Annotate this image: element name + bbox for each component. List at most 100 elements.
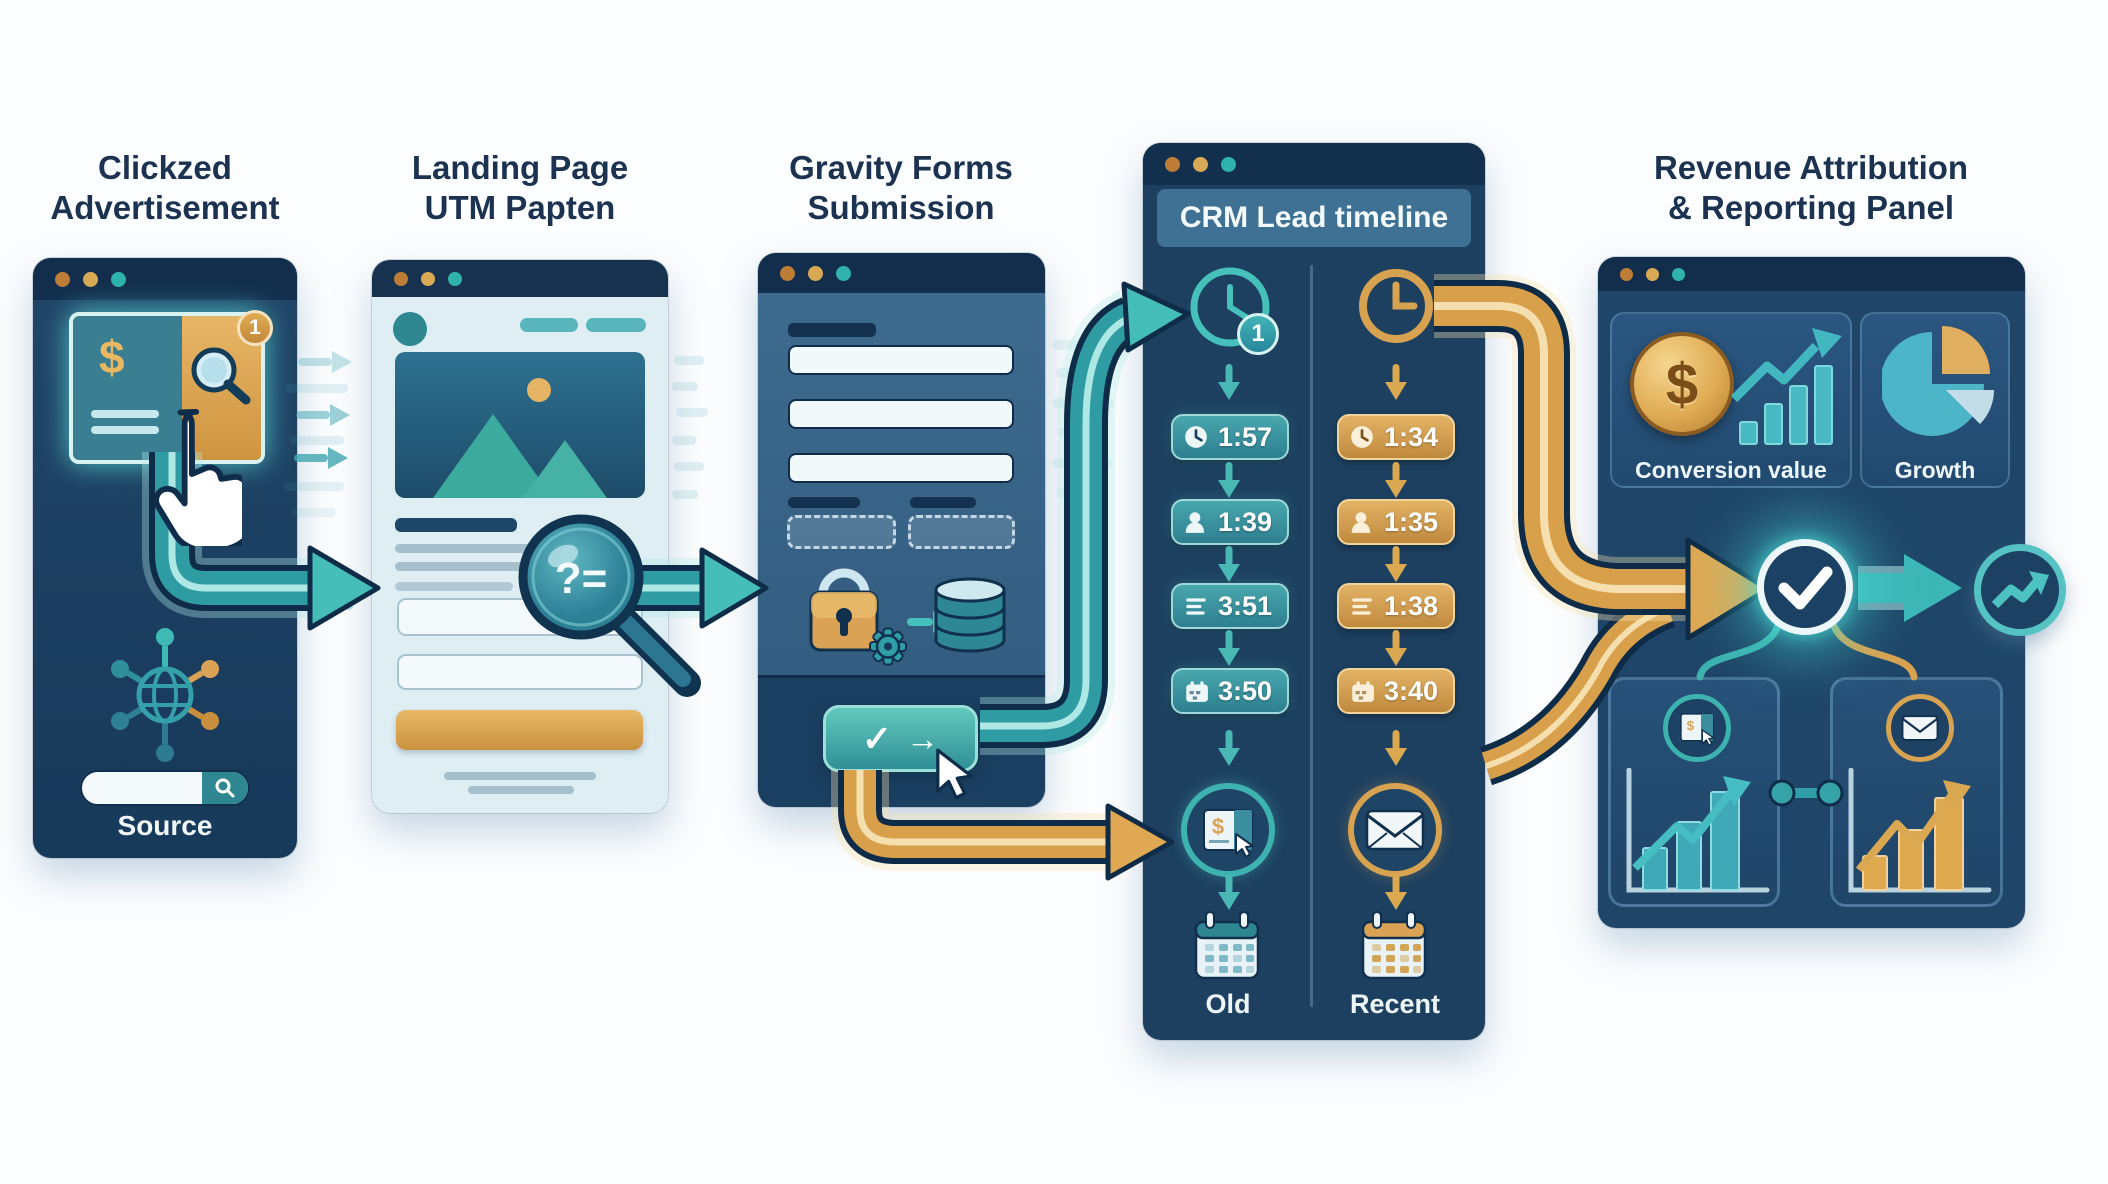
event-time: 1:35 <box>1384 506 1439 537</box>
column-divider <box>1310 265 1313 1007</box>
dollar-icon: $ <box>1212 814 1224 839</box>
sun-icon <box>527 378 551 402</box>
text-line <box>468 786 574 794</box>
window-dot-icon <box>448 271 462 286</box>
landing-window: ?= <box>372 260 701 813</box>
cta-button[interactable] <box>396 710 643 750</box>
window-dot-icon <box>55 271 70 287</box>
crm-event-recent-1: 1:34 <box>1337 414 1455 460</box>
field-label-bar <box>910 497 976 508</box>
window-dot-icon <box>83 271 98 287</box>
form-title-line2: Submission <box>807 189 995 226</box>
ad-creative-card[interactable]: $ 1 <box>69 310 273 464</box>
nav-pill[interactable] <box>586 318 646 332</box>
headline-bar <box>395 518 517 532</box>
landing-title-line2: UTM Papten <box>424 189 616 226</box>
arrow-icon: → <box>906 719 940 757</box>
growth-bars-icon <box>1732 328 1842 445</box>
recent-calendar-icon <box>1361 911 1427 980</box>
email-circle <box>1348 783 1442 877</box>
conversion-doc-circle: $ <box>1181 783 1275 877</box>
window-dot-icon <box>808 265 823 281</box>
text-line <box>395 562 525 571</box>
ad-text-line <box>91 426 159 434</box>
crm-window: CRM Lead timeline 1 1:57 1:39 <box>1143 143 1485 1040</box>
field-label-bar <box>788 497 860 508</box>
text-line <box>395 544 535 553</box>
check-icon <box>1778 566 1833 610</box>
landing-title-line1: Landing Page <box>411 149 629 186</box>
inv-circle: $ <box>1663 694 1731 762</box>
form-input[interactable] <box>788 345 1014 375</box>
cursor-icon <box>1235 833 1254 858</box>
avatar <box>393 312 427 346</box>
old-label: Old <box>1205 989 1251 1019</box>
event-time: 1:34 <box>1384 421 1439 452</box>
crm-header-text: CRM Lead timeline <box>1179 201 1449 234</box>
crm-event-old-1: 1:57 <box>1171 414 1289 460</box>
utm-magnifier-icon: ?= <box>518 514 701 697</box>
trend-up-circle <box>1974 544 2066 636</box>
attribution-chart-card-1: $ <box>1608 677 1780 907</box>
crm-event-old-2: 1:39 <box>1171 499 1289 545</box>
form-field[interactable] <box>397 654 643 690</box>
report-panel-title: Revenue Attribution & Reporting Panel <box>1654 148 1968 228</box>
person-icon <box>1351 512 1371 533</box>
conversion-value-card: $ Conversion value <box>1610 312 1852 488</box>
event-time: 1:57 <box>1218 421 1273 452</box>
ad-window: $ 1 <box>33 258 297 858</box>
cursor-icon <box>936 748 973 800</box>
window-dot-icon <box>836 265 851 281</box>
query-params-glyph: ?= <box>555 554 608 603</box>
form-input[interactable] <box>788 399 1014 429</box>
person-icon <box>1185 512 1205 533</box>
growth-label: Growth <box>1894 457 1976 483</box>
gear-icon <box>869 627 907 666</box>
mail-circle <box>1886 694 1954 762</box>
search-icon <box>215 778 235 798</box>
crm-window-titlebar <box>1143 143 1485 185</box>
secure-storage-icons <box>809 568 1006 666</box>
trend-up-icon <box>1991 571 2049 609</box>
event-time: 1:39 <box>1218 506 1273 537</box>
conversion-value-label: Conversion value <box>1635 457 1827 483</box>
nav-pill[interactable] <box>520 318 578 332</box>
notification-badge: 1 <box>237 310 273 346</box>
form-panel-title: Gravity Forms Submission <box>789 148 1013 228</box>
list-icon <box>1352 598 1372 615</box>
envelope-icon <box>1365 809 1425 851</box>
calendar-icon <box>1186 681 1208 702</box>
window-dot-icon <box>1193 156 1208 172</box>
report-title-line1: Revenue Attribution <box>1653 149 1969 186</box>
old-calendar-icon <box>1194 911 1260 980</box>
window-dot-icon <box>1646 267 1659 281</box>
lock-shackle <box>818 568 870 595</box>
crm-event-old-4: 3:50 <box>1171 668 1289 714</box>
ad-title-line2: Advertisement <box>50 189 280 226</box>
window-dot-icon <box>1165 156 1180 172</box>
form-window: ✓ → <box>758 253 1045 807</box>
window-dot-icon <box>1620 267 1633 281</box>
check-icon: ✓ <box>861 717 893 759</box>
list-icon <box>1186 598 1206 615</box>
cursor-icon <box>1701 728 1716 746</box>
source-label: Source <box>117 810 213 841</box>
dollar-icon: $ <box>1687 718 1695 733</box>
form-input[interactable] <box>788 453 1014 483</box>
invoice-click-icon: $ <box>1203 809 1254 858</box>
window-dot-icon <box>780 265 795 281</box>
source-search-input[interactable] <box>80 770 250 806</box>
crm-event-recent-3: 1:38 <box>1337 583 1455 629</box>
search-button[interactable] <box>202 772 248 804</box>
coin-icon: $ <box>1630 332 1734 436</box>
hidden-field-placeholder <box>908 515 1015 549</box>
gold-bar-chart <box>1848 768 1992 893</box>
hand-cursor-icon <box>153 409 242 546</box>
event-time: 1:38 <box>1384 590 1439 621</box>
dollar-icon: $ <box>99 331 125 383</box>
field-label-bar <box>788 323 876 337</box>
ad-card-left: $ <box>73 316 182 460</box>
magnifier-icon <box>191 347 251 405</box>
attribution-chart-card-2 <box>1830 677 2003 907</box>
